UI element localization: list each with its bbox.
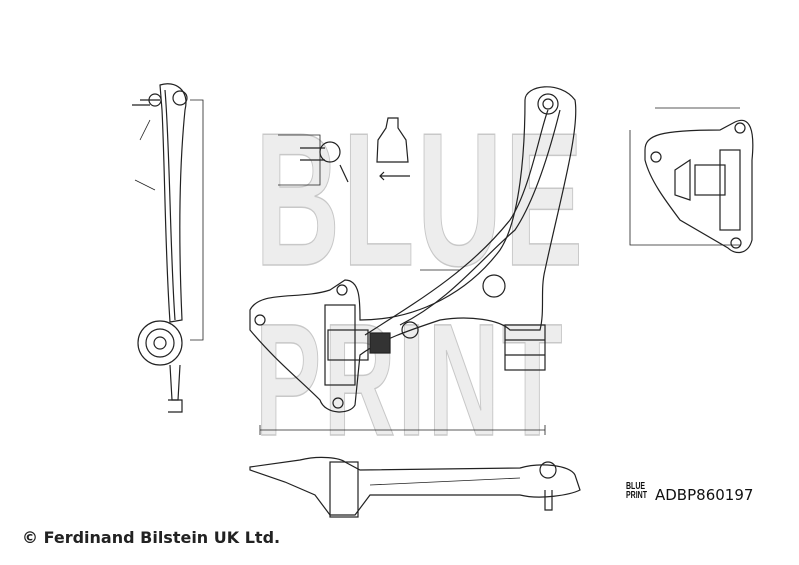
side-view-arm: [132, 83, 204, 413]
copyright-notice: © Ferdinand Bilstein UK Ltd.: [22, 528, 281, 547]
bottom-view-arm: [249, 456, 581, 518]
watermark-print: PRINT: [255, 290, 565, 469]
part-number: ADBP860197: [655, 486, 754, 504]
watermark-blue: BLUE: [255, 94, 586, 306]
end-view-bracket: [629, 107, 754, 254]
main-arm-view: [249, 86, 577, 435]
ball-joint-detail: [278, 117, 410, 186]
logo-line1: BLUE: [626, 481, 646, 492]
logo-line2: PRINT: [626, 490, 647, 501]
